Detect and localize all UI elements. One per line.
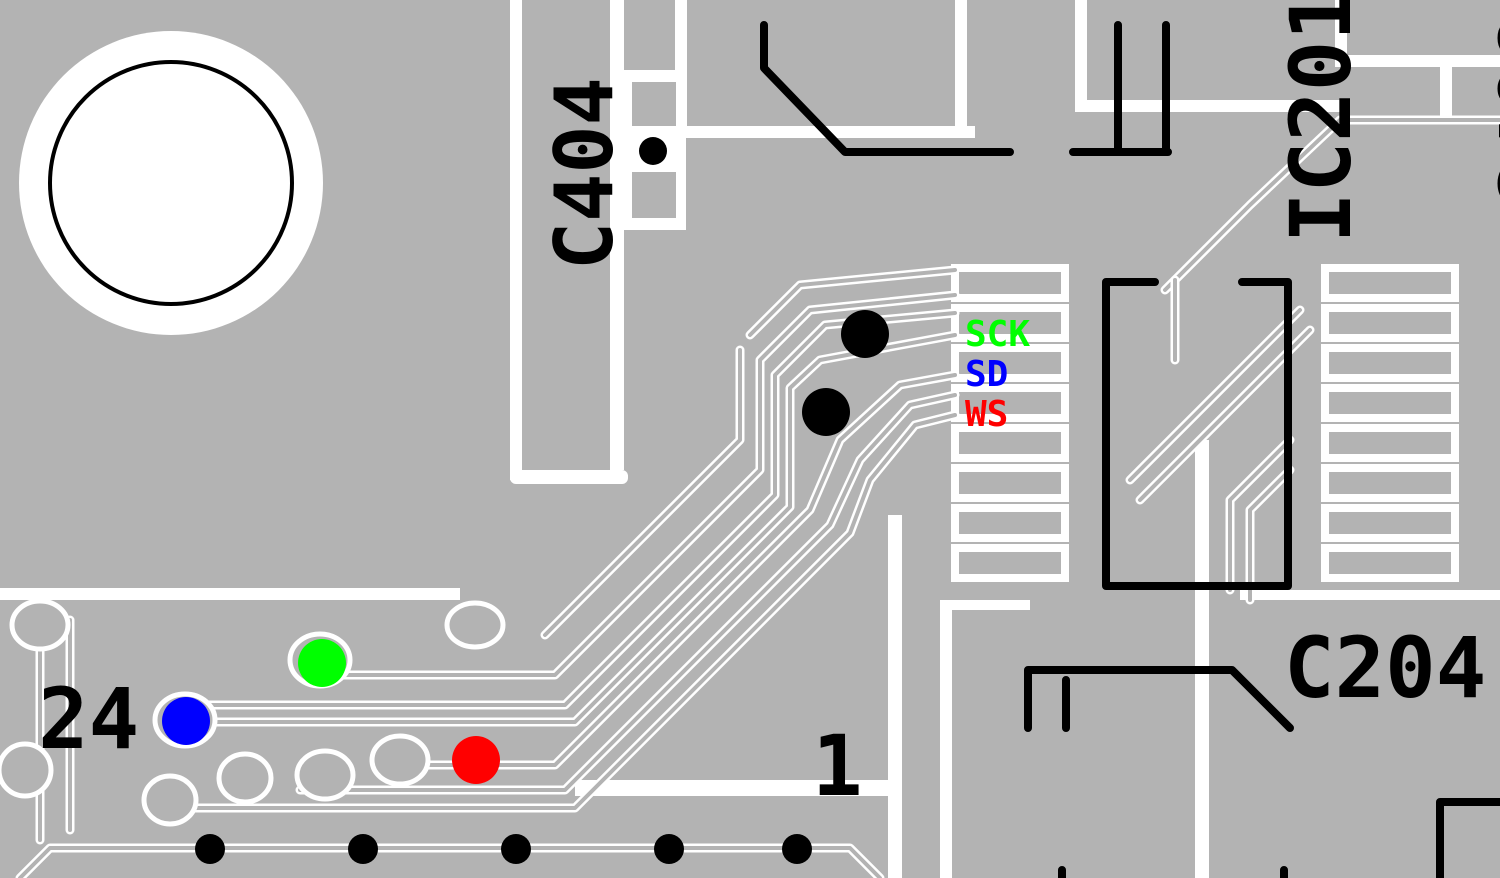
via <box>639 137 667 165</box>
ic201-right-pads <box>1321 264 1459 582</box>
signal-traces <box>15 115 1500 878</box>
pin-1-label: 1 <box>812 717 863 815</box>
ws-marker-dot <box>452 736 500 784</box>
ic201-left-pads <box>951 264 1069 582</box>
sck-marker-dot <box>298 639 346 687</box>
ic201-label: IC201 <box>1272 0 1370 243</box>
sd-marker-dot <box>162 697 210 745</box>
signal-label-sck: SCK <box>965 314 1030 355</box>
c408-label: C408 <box>1482 13 1500 215</box>
signal-label-ws: WS <box>965 394 1008 435</box>
vias <box>195 310 889 864</box>
silkscreen-outlines <box>760 21 1500 878</box>
mounting-hole <box>48 60 294 306</box>
c204-label: C204 <box>1284 619 1486 717</box>
pin-24-label: 24 <box>38 670 139 768</box>
c404-label: C404 <box>538 77 631 270</box>
signal-label-sd: SD <box>965 354 1008 395</box>
